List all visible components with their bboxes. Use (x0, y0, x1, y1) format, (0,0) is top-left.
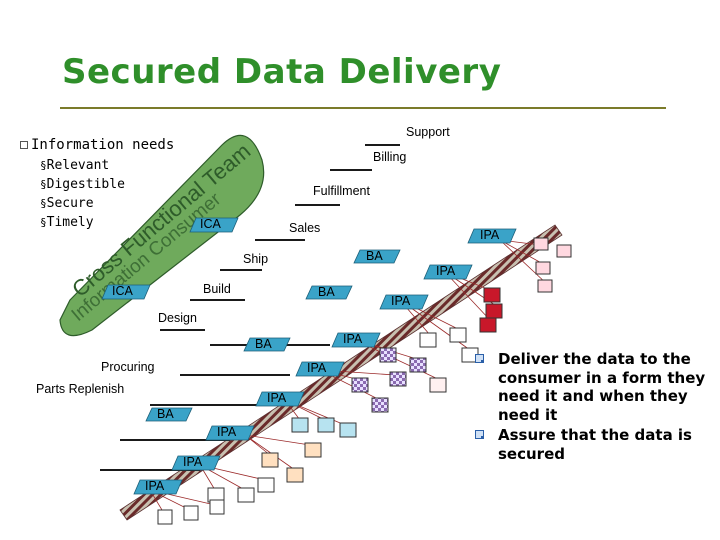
information-needs-label: Information needs (31, 137, 175, 153)
box-bullet-icon (475, 430, 484, 439)
level-sales: Sales (289, 221, 321, 235)
level-design: Design (158, 311, 197, 325)
level-ship: Ship (243, 252, 269, 266)
list-item: Deliver the data to the consumer in a fo… (470, 350, 715, 424)
tag-ipa: IPA (391, 294, 411, 308)
level-billing: Billing (373, 150, 407, 164)
tag-ba: BA (157, 407, 174, 421)
information-needs-heading: Information needs (20, 137, 174, 153)
tag-ba: BA (318, 285, 335, 299)
information-needs-list: Relevant Digestible Secure Timely (40, 156, 125, 232)
tag-ba: BA (255, 337, 272, 351)
tag-boxes (101, 217, 517, 495)
hollow-bullet-icon (20, 141, 28, 149)
list-item: Assure that the data is secured (470, 426, 715, 463)
page-title: Secured Data Delivery (62, 52, 502, 92)
tag-ba: BA (366, 249, 383, 263)
diagonal-striped-bar (119, 224, 563, 521)
tag-ipa: IPA (307, 361, 327, 375)
level-procuring: Procuring (101, 360, 155, 374)
bullet-text: Assure that the data is secured (498, 426, 692, 463)
level-fulfillment: Fulfillment (313, 184, 370, 198)
level-parts-replenish: Parts Replenish (36, 382, 125, 396)
tag-ipa: IPA (267, 391, 287, 405)
level-build: Build (203, 282, 231, 296)
title-underline (60, 107, 666, 109)
tag-ica: ICA (112, 284, 133, 298)
tag-ipa: IPA (183, 455, 203, 469)
list-item: Secure (40, 194, 125, 213)
box-bullet-icon (475, 354, 484, 363)
tag-ipa: IPA (343, 332, 363, 346)
tag-ipa: IPA (436, 264, 456, 278)
tag-ipa: IPA (480, 228, 500, 242)
delivery-goals-list: Deliver the data to the consumer in a fo… (470, 350, 715, 465)
tag-ica: ICA (200, 217, 221, 231)
tag-ipa: IPA (217, 425, 237, 439)
level-connectors (100, 144, 400, 471)
bullet-text: Deliver the data to the consumer in a fo… (498, 350, 706, 424)
level-support: Support (406, 125, 450, 139)
tag-ipa: IPA (145, 479, 165, 493)
list-item: Timely (40, 213, 125, 232)
repository-icons (157, 237, 572, 525)
list-item: Relevant (40, 156, 125, 175)
list-item: Digestible (40, 175, 125, 194)
